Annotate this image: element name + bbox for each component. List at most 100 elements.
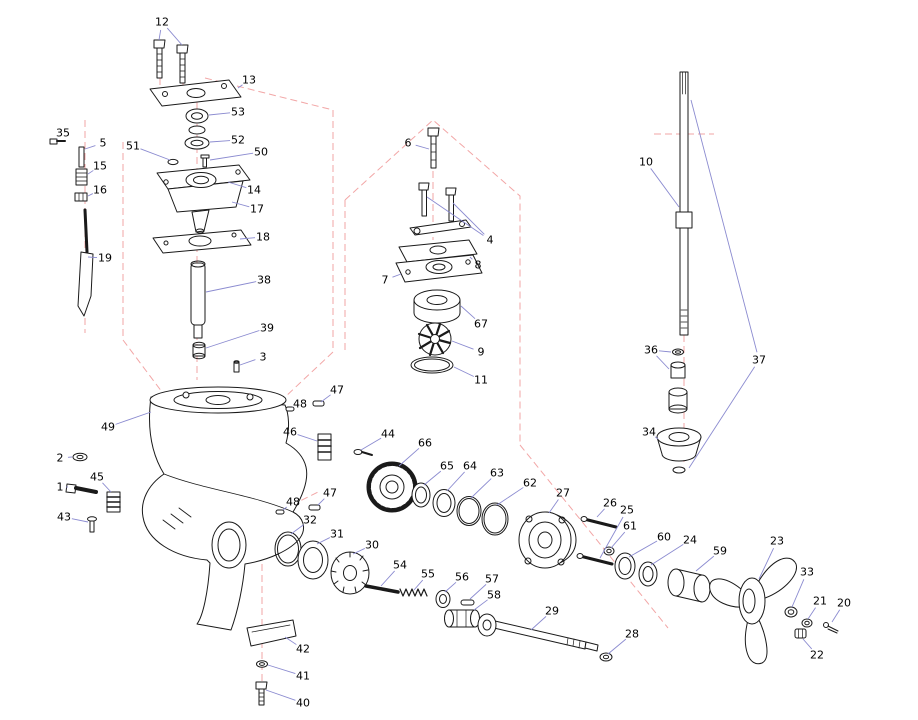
part-number-32: 32 (303, 514, 317, 527)
part-number-41: 41 (296, 670, 310, 683)
leader-line-36 (658, 350, 672, 353)
leader-line-47 (320, 394, 331, 403)
leader-line-13 (237, 84, 243, 89)
part-number-21: 21 (813, 595, 827, 608)
part-number-20: 20 (837, 597, 851, 610)
leader-line-30 (352, 548, 365, 555)
part-number-5: 5 (100, 137, 107, 150)
leader-line-29 (530, 616, 547, 631)
leader-line-15 (87, 170, 94, 175)
leader-line-22 (802, 638, 813, 650)
part-number-34: 34 (642, 426, 656, 439)
leader-line-7 (392, 273, 402, 278)
part-number-15: 15 (93, 160, 107, 173)
leader-line-58 (473, 599, 488, 611)
leader-line-19 (87, 256, 98, 258)
part-number-61: 61 (623, 520, 637, 533)
part-number-4: 4 (487, 234, 494, 247)
leader-line-59 (695, 555, 715, 572)
leader-line-48 (282, 506, 288, 511)
leader-line-31 (316, 537, 331, 545)
part-number-63: 63 (490, 467, 504, 480)
leader-line-21 (807, 607, 816, 620)
leader-line-26 (596, 508, 605, 518)
part-number-49: 49 (101, 421, 115, 434)
leader-line-4 (426, 196, 484, 236)
part-number-9: 9 (478, 346, 485, 359)
leader-line-43 (71, 518, 89, 523)
part-number-25: 25 (620, 504, 634, 517)
leader-line-40 (265, 689, 296, 701)
leader-line-57 (469, 584, 487, 600)
leader-line-10 (650, 168, 680, 208)
part-number-42: 42 (296, 643, 310, 656)
part-number-11: 11 (474, 374, 488, 387)
leader-line-62 (496, 487, 524, 506)
leader-line-60 (628, 540, 658, 558)
leader-line-67 (460, 305, 476, 319)
leader-line-61 (610, 531, 626, 549)
leader-line-4 (452, 202, 485, 235)
leader-line-36 (656, 355, 670, 370)
part-number-62: 62 (523, 477, 537, 490)
part-number-13: 13 (242, 74, 256, 87)
leader-line-11 (453, 366, 474, 377)
leader-line-17 (231, 201, 250, 208)
part-number-19: 19 (98, 252, 112, 265)
leader-line-52 (209, 140, 231, 143)
leader-line-12 (166, 27, 183, 46)
part-number-24: 24 (683, 534, 697, 547)
part-number-64: 64 (463, 460, 477, 473)
part-number-53: 53 (231, 106, 245, 119)
leader-line-28 (607, 638, 627, 655)
leader-line-63 (470, 478, 492, 499)
part-number-52: 52 (231, 134, 245, 147)
part-number-1: 1 (57, 481, 64, 494)
part-number-6: 6 (405, 137, 412, 150)
leader-line-23 (758, 548, 774, 580)
leader-line-45 (102, 482, 112, 493)
leader-line-32 (290, 524, 304, 535)
leader-line-55 (413, 579, 424, 591)
leader-line-8 (469, 256, 473, 260)
leader-line-5 (84, 145, 96, 150)
leader-line-56 (444, 581, 457, 593)
part-number-57: 57 (485, 573, 499, 586)
leader-line-37 (690, 99, 758, 353)
part-number-30: 30 (365, 539, 379, 552)
part-number-29: 29 (545, 605, 559, 618)
part-number-26: 26 (603, 497, 617, 510)
part-number-39: 39 (260, 322, 274, 335)
leader-line-44 (360, 437, 382, 451)
leader-line-54 (380, 570, 395, 587)
leader-line-27 (548, 499, 559, 514)
driveshaft-group (656, 71, 702, 474)
leader-line-24 (650, 543, 684, 566)
leader-line-66 (398, 447, 420, 467)
gearcase-housing-group (65, 386, 373, 706)
leader-line-65 (423, 470, 442, 486)
part-number-2: 2 (57, 452, 64, 465)
part-number-54: 54 (393, 559, 407, 572)
leader-line-18 (239, 237, 256, 240)
leader-line-38 (205, 281, 257, 293)
part-number-38: 38 (257, 274, 271, 287)
part-number-14: 14 (247, 184, 261, 197)
part-number-31: 31 (330, 528, 344, 541)
leader-line-14 (227, 181, 247, 189)
shift-rod-group (49, 138, 94, 317)
part-number-67: 67 (474, 318, 488, 331)
leader-line-37 (688, 366, 756, 469)
part-number-23: 23 (770, 535, 784, 548)
leader-line-64 (446, 471, 465, 492)
water-pump-group (395, 127, 483, 374)
part-number-48: 48 (286, 496, 300, 509)
leader-line-12 (158, 29, 162, 41)
part-number-59: 59 (713, 545, 727, 558)
part-number-48: 48 (293, 398, 307, 411)
part-number-44: 44 (381, 428, 395, 441)
part-number-33: 33 (800, 566, 814, 579)
